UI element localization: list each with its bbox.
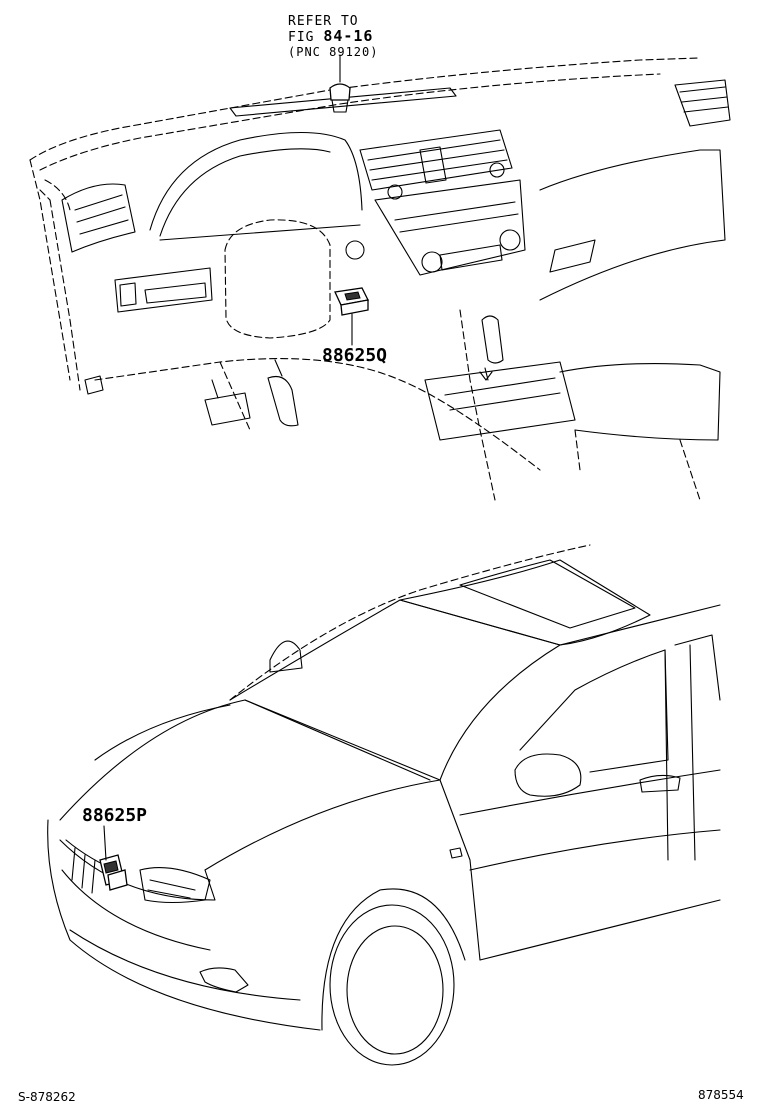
- refer-callout: REFER TO FIG 84-16 (PNC 89120): [288, 14, 378, 60]
- footer-right-code: 878554: [698, 1088, 744, 1102]
- part-88625P-shape: [99, 854, 128, 891]
- dashboard-drawing: [29, 54, 731, 501]
- refer-fig-number: 84-16: [323, 27, 374, 45]
- refer-pnc: (PNC 89120): [288, 45, 379, 59]
- refer-line-2: FIG 84-16: [288, 27, 378, 46]
- part-number-88625Q[interactable]: 88625Q: [322, 345, 388, 366]
- refer-fig-prefix: FIG: [288, 30, 324, 45]
- part-88625Q-shape: [334, 287, 369, 316]
- refer-line-1: REFER TO: [288, 14, 359, 29]
- part-number-88625P[interactable]: 88625P: [82, 805, 148, 826]
- footer-left-code: S-878262: [18, 1090, 76, 1104]
- vehicle-drawing: [47, 544, 721, 1066]
